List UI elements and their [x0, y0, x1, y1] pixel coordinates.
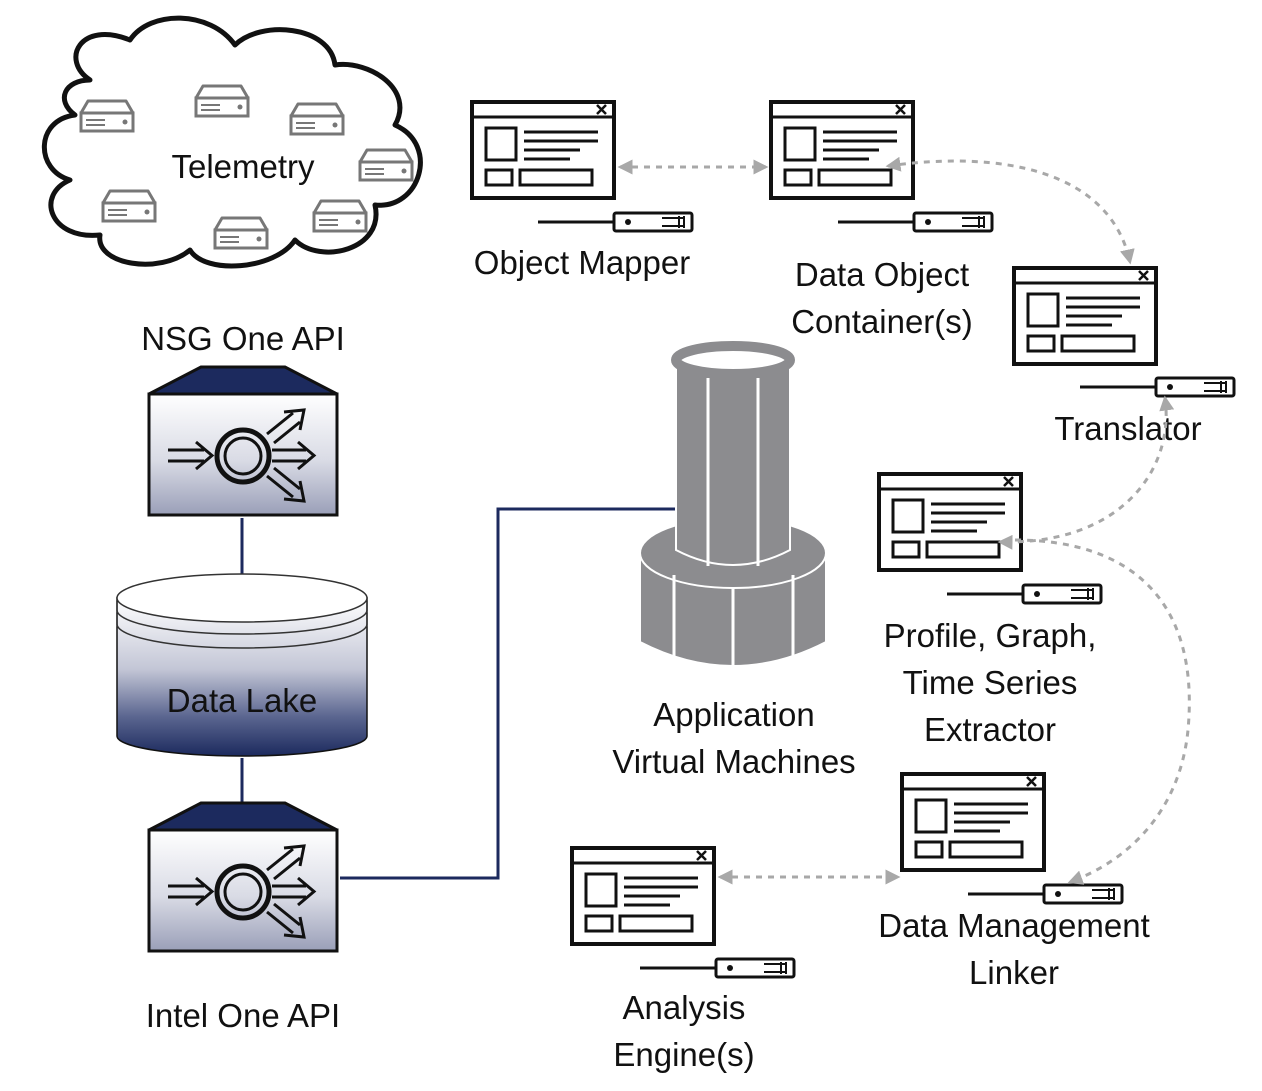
server-icon: [194, 84, 250, 118]
application-window-icon: [570, 846, 716, 946]
extractor-label-line2: Time Series: [903, 664, 1078, 701]
extractor-label-line3: Extractor: [924, 711, 1056, 748]
telemetry-label: Telemetry: [171, 148, 315, 185]
server-icon: [289, 102, 345, 136]
translator-extractor-arrow: [997, 395, 1175, 550]
extractor-label-line1: Profile, Graph,: [884, 617, 1097, 654]
doc-label-line1: Data Object: [795, 256, 969, 293]
dml-label-line2: Linker: [969, 954, 1059, 991]
server-bar-icon: [838, 211, 994, 233]
data-lake-database: Data Lake: [116, 573, 368, 757]
application-window-icon: [470, 100, 616, 200]
object-mapper-label: Object Mapper: [474, 244, 690, 281]
intel-gateway-icon: [149, 803, 337, 951]
app-vm-label-line1: Application: [653, 696, 814, 733]
analysis-label-line2: Engine(s): [613, 1036, 754, 1073]
server-icon: [213, 216, 269, 250]
server-icon: [358, 148, 414, 182]
data-lake-label: Data Lake: [167, 682, 317, 719]
nsg-gateway-icon: [149, 367, 337, 515]
server-icon: [101, 189, 157, 223]
server-bar-icon: [640, 957, 796, 979]
cylinder-tower-icon: [639, 341, 827, 668]
intel-to-vm-connector: [340, 507, 676, 880]
server-icon: [312, 199, 368, 233]
application-window-icon: [769, 100, 915, 200]
app-vm-label-line2: Virtual Machines: [612, 743, 855, 780]
translator-label: Translator: [1054, 410, 1201, 447]
server-bar-icon: [538, 211, 694, 233]
application-window-icon: [1012, 266, 1158, 366]
server-bar-icon: [1080, 376, 1236, 398]
server-bar-icon: [947, 583, 1103, 605]
server-icon: [79, 99, 135, 133]
doc-label-line2: Container(s): [791, 303, 973, 340]
extractor-linker-arrow: [1014, 538, 1191, 885]
container-translator-arrow: [885, 156, 1135, 265]
nsg-api-label: NSG One API: [141, 320, 345, 357]
application-window-icon: [877, 472, 1023, 572]
analysis-label-line1: Analysis: [623, 989, 746, 1026]
telemetry-cloud: Telemetry: [41, 15, 423, 269]
dml-label-line1: Data Management: [878, 907, 1150, 944]
intel-api-label: Intel One API: [146, 997, 340, 1034]
database-icon: [116, 597, 368, 757]
server-bar-icon: [968, 883, 1124, 905]
application-window-icon: [900, 772, 1046, 872]
